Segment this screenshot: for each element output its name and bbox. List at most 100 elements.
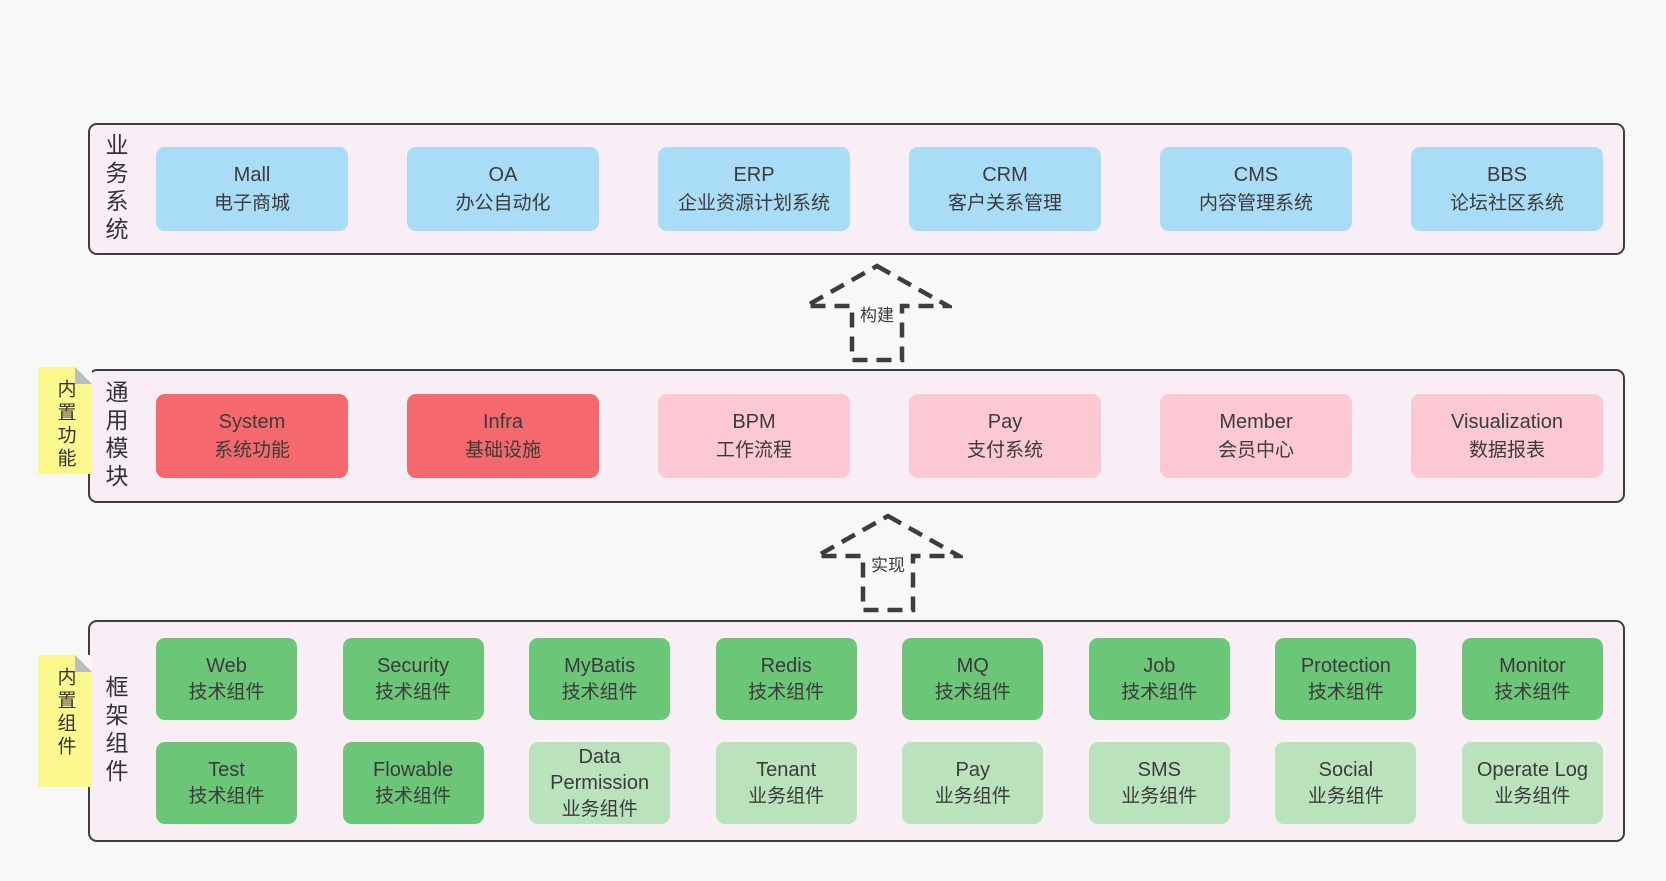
box-flowable: Flowable 技术组件: [342, 742, 484, 824]
box-oa: OA 办公自动化: [407, 147, 599, 231]
band-framework-components: 框架组件 Web 技术组件 Security 技术组件 MyBatis 技术组件…: [88, 620, 1625, 842]
box-desc: 技术组件: [934, 681, 1011, 703]
box-pay-module: Pay 支付系统: [909, 394, 1101, 478]
box-desc: 支付系统: [966, 439, 1043, 461]
box-name: ERP: [733, 163, 775, 186]
box-desc: 技术组件: [561, 681, 638, 703]
box-name: Protection: [1300, 655, 1391, 678]
box-name: CMS: [1233, 163, 1279, 186]
box-name: Pay: [987, 410, 1023, 433]
band-business-label: 业务系统: [102, 133, 128, 245]
box-erp: ERP 企业资源计划系统: [658, 147, 850, 231]
box-name: MyBatis: [564, 655, 636, 678]
box-desc: 技术组件: [375, 681, 452, 703]
box-name: Operate Log: [1476, 759, 1589, 782]
box-name: Test: [208, 759, 245, 782]
box-desc: 办公自动化: [455, 192, 551, 214]
box-desc: 业务组件: [748, 785, 825, 807]
box-data-permission: Data Permission 业务组件: [529, 742, 671, 824]
dashed-up-arrow-icon: [802, 263, 952, 363]
sticky-note-built-in-features: 内置功能: [38, 367, 92, 474]
box-desc: 客户关系管理: [947, 192, 1062, 214]
band-business-systems: 业务系统 Mall 电子商城 OA 办公自动化 ERP 企业资源计划系统 CRM…: [88, 123, 1625, 255]
band-modules-label: 通用模块: [102, 380, 128, 492]
box-name: BPM: [732, 410, 776, 433]
arrow-build-label: 构建: [856, 300, 898, 327]
box-mq: MQ 技术组件: [902, 638, 1044, 720]
box-desc: 技术组件: [1307, 681, 1384, 703]
box-redis: Redis 技术组件: [715, 638, 857, 720]
components-row-1: Web 技术组件 Security 技术组件 MyBatis 技术组件 Redi…: [156, 638, 1603, 720]
up-arrow-build: 构建: [802, 262, 952, 364]
box-visualization: Visualization 数据报表: [1411, 394, 1603, 478]
sticky-note-built-in-components: 内置组件: [38, 655, 92, 787]
dashed-up-arrow-icon: [813, 513, 963, 613]
box-name: Flowable: [373, 759, 454, 782]
box-desc: 技术组件: [188, 681, 265, 703]
box-name: Monitor: [1499, 655, 1566, 678]
band-components-label: 框架组件: [102, 675, 128, 787]
box-desc: 业务组件: [934, 785, 1011, 807]
box-desc: 技术组件: [375, 785, 452, 807]
box-crm: CRM 客户关系管理: [909, 147, 1101, 231]
box-desc: 业务组件: [561, 798, 638, 820]
box-system: System 系统功能: [156, 394, 348, 478]
box-name: Member: [1219, 410, 1293, 433]
box-desc: 技术组件: [1494, 681, 1571, 703]
box-name: Visualization: [1451, 410, 1563, 433]
box-pay-component: Pay 业务组件: [902, 742, 1044, 824]
box-desc: 业务组件: [1307, 785, 1384, 807]
box-name: Mall: [233, 163, 271, 186]
box-desc: 企业资源计划系统: [677, 192, 830, 214]
modules-boxes-row: System 系统功能 Infra 基础设施 BPM 工作流程 Pay 支付系统…: [126, 371, 1623, 501]
box-name: Pay: [955, 759, 990, 782]
box-tenant: Tenant 业务组件: [715, 742, 857, 824]
box-protection: Protection 技术组件: [1275, 638, 1417, 720]
box-desc: 技术组件: [188, 785, 265, 807]
box-web: Web 技术组件: [156, 638, 297, 720]
sticky-label: 内置组件: [54, 667, 76, 759]
box-desc: 技术组件: [748, 681, 825, 703]
box-bbs: BBS 论坛社区系统: [1411, 147, 1603, 231]
box-desc: 系统功能: [213, 439, 290, 461]
box-name: CRM: [982, 163, 1028, 186]
box-test: Test 技术组件: [156, 742, 297, 824]
box-desc: 工作流程: [715, 439, 792, 461]
components-grid: Web 技术组件 Security 技术组件 MyBatis 技术组件 Redi…: [126, 622, 1623, 840]
box-name: Job: [1143, 655, 1176, 678]
box-name: Security: [376, 655, 450, 678]
box-job: Job 技术组件: [1088, 638, 1230, 720]
band-common-modules: 通用模块 System 系统功能 Infra 基础设施 BPM 工作流程 Pay…: [88, 369, 1625, 503]
box-security: Security 技术组件: [342, 638, 484, 720]
box-desc: 会员中心: [1217, 439, 1294, 461]
box-operate-log: Operate Log 业务组件: [1461, 742, 1603, 824]
box-name: Data Permission: [550, 746, 650, 795]
folded-corner-icon: [75, 367, 92, 384]
box-name: Redis: [760, 655, 812, 678]
box-mall: Mall 电子商城: [156, 147, 348, 231]
box-desc: 基础设施: [464, 439, 541, 461]
box-social: Social 业务组件: [1275, 742, 1417, 824]
box-desc: 电子商城: [213, 192, 290, 214]
box-desc: 论坛社区系统: [1449, 192, 1564, 214]
up-arrow-implement: 实现: [813, 512, 963, 614]
box-desc: 内容管理系统: [1198, 192, 1313, 214]
box-desc: 技术组件: [1121, 681, 1198, 703]
box-mybatis: MyBatis 技术组件: [529, 638, 671, 720]
box-bpm: BPM 工作流程: [658, 394, 850, 478]
box-name: Infra: [482, 410, 524, 433]
box-desc: 业务组件: [1121, 785, 1198, 807]
box-sms: SMS 业务组件: [1088, 742, 1230, 824]
box-desc: 数据报表: [1468, 439, 1545, 461]
box-name: System: [218, 410, 286, 433]
box-name: OA: [488, 163, 518, 186]
box-infra: Infra 基础设施: [407, 394, 599, 478]
box-name: Web: [206, 655, 247, 678]
box-desc: 业务组件: [1494, 785, 1571, 807]
box-cms: CMS 内容管理系统: [1160, 147, 1352, 231]
box-name: MQ: [956, 655, 989, 678]
folded-corner-icon: [75, 655, 92, 672]
sticky-label: 内置功能: [54, 379, 76, 471]
box-name: SMS: [1137, 759, 1181, 782]
